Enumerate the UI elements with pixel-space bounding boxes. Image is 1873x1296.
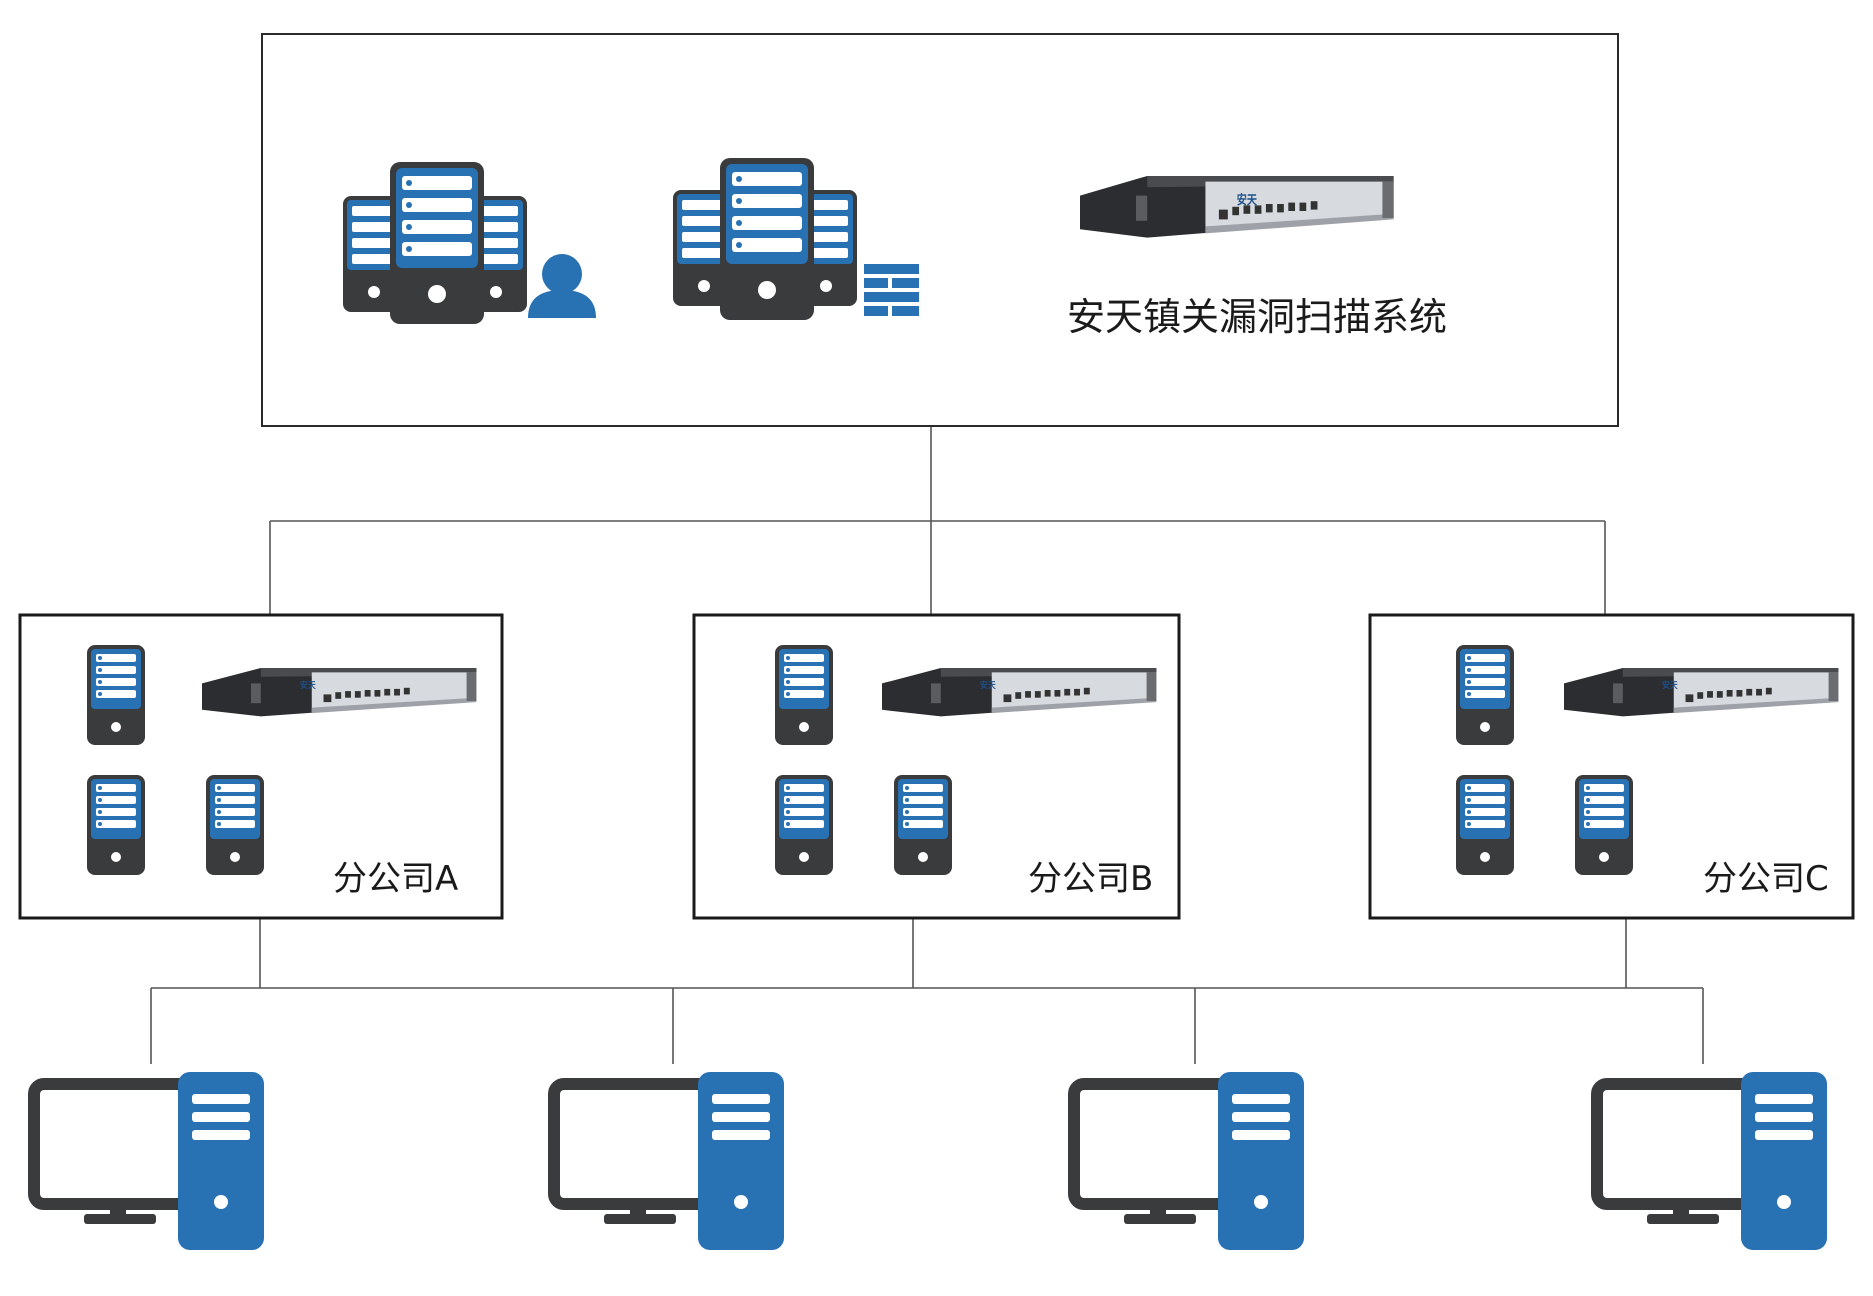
- server-icon: [87, 645, 145, 745]
- hq-box: 安天 安天镇关漏洞扫描系统: [261, 33, 1619, 427]
- server-icon: [775, 645, 833, 745]
- server-icon: [1456, 775, 1514, 875]
- appliance-icon: 安天: [1564, 668, 1839, 717]
- server-icon: [1456, 645, 1514, 745]
- server-icon: [206, 775, 264, 875]
- branch-box-b: 安天 分公司B: [692, 613, 1181, 920]
- server-icon: [894, 775, 952, 875]
- branch-label-a: 分公司A: [333, 859, 458, 899]
- branch-box-c: 安天 分公司C: [1368, 613, 1855, 920]
- desktop-computer-icon: [1074, 1072, 1304, 1250]
- hq-system-label: 安天镇关漏洞扫描系统: [1067, 295, 1447, 339]
- desktop-computer-icon: [34, 1072, 264, 1250]
- server-icon: [87, 775, 145, 875]
- desktop-computer-icon: [1597, 1072, 1827, 1250]
- branch-label-b: 分公司B: [1028, 859, 1153, 899]
- scanner-appliance-icon: 安天: [1080, 176, 1394, 238]
- appliance-brand: 安天: [980, 679, 996, 690]
- appliance-icon: 安天: [882, 668, 1157, 717]
- desktop-computer-icon: [554, 1072, 784, 1250]
- appliance-brand: 安天: [1662, 679, 1678, 690]
- connection-lines: [150, 426, 1704, 1064]
- appliance-brand: 安天: [300, 679, 316, 690]
- workstation-row: [34, 1072, 1827, 1250]
- server-cluster-user-icon: [343, 162, 596, 324]
- firewall-icon: [864, 264, 919, 316]
- branch-label-c: 分公司C: [1703, 859, 1829, 899]
- appliance-brand: 安天: [1237, 192, 1258, 207]
- server-icon: [775, 775, 833, 875]
- branch-box-a: 安天 分公司A: [18, 613, 504, 920]
- server-icon: [1575, 775, 1633, 875]
- appliance-icon: 安天: [202, 668, 477, 717]
- server-cluster-firewall-icon: [673, 158, 919, 320]
